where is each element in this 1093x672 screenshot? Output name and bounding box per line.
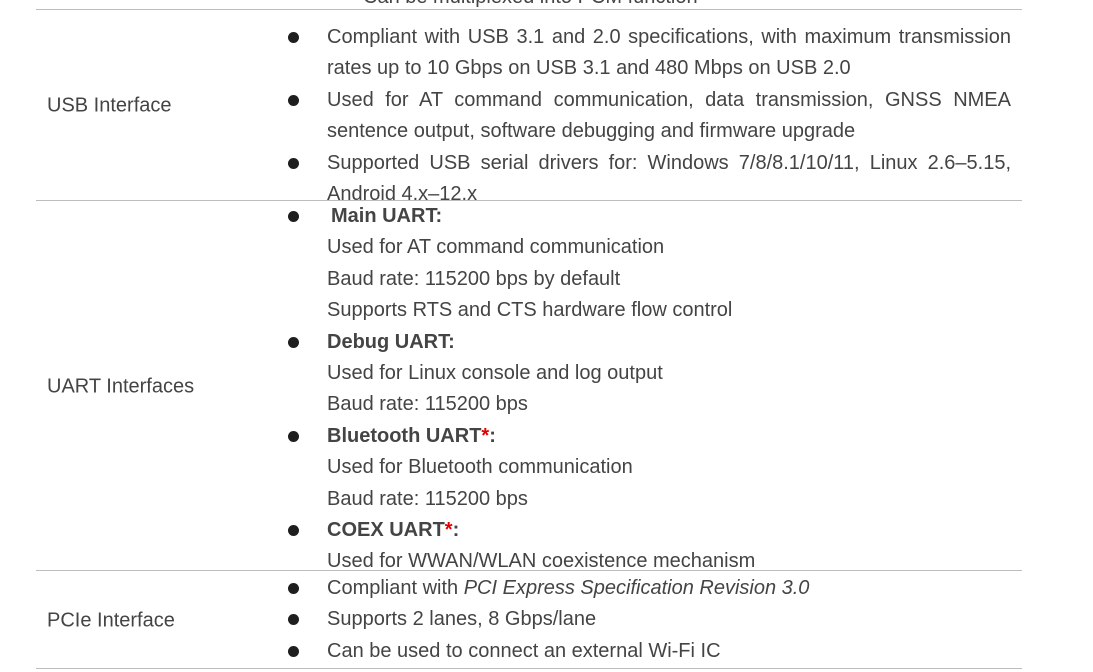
row-pcie-interface: PCIe Interface Compliant with PCI Expres… <box>36 570 1022 669</box>
row-label: PCIe Interface <box>47 609 175 632</box>
row-content: Compliant with USB 3.1 and 2.0 specifica… <box>286 22 1011 210</box>
footnote-asterisk: * <box>444 519 453 542</box>
list-item-main-uart: Main UART: <box>286 201 1011 232</box>
bullet-icon <box>288 525 299 537</box>
list-item-bluetooth-uart: Bluetooth UART*: <box>286 421 1011 452</box>
spec-name: PCI Express Specification Revision 3.0 <box>463 577 810 599</box>
row-content: Compliant with PCI Express Specification… <box>286 573 1011 667</box>
list-item: Supported USB serial drivers for: Window… <box>286 148 1011 211</box>
footnote-asterisk: * <box>481 424 490 447</box>
list-item: Supports 2 lanes, 8 Gbps/lane <box>286 604 1011 635</box>
list-item-coex-uart: COEX UART*: <box>286 515 1011 546</box>
bullet-icon <box>288 32 299 43</box>
bullet-icon <box>288 645 299 657</box>
bullet-icon <box>288 94 299 106</box>
bullet-icon <box>288 211 299 222</box>
row-label: USB Interface <box>47 94 172 117</box>
list-item: Can be used to connect an external Wi-Fi… <box>286 636 1011 667</box>
list-item-debug-uart: Debug UART: <box>286 327 1011 358</box>
bullet-icon <box>288 157 299 169</box>
row-uart-interfaces: UART Interfaces Main UART: Used for AT c… <box>36 200 1022 572</box>
bullet-icon <box>288 614 299 626</box>
bullet-icon <box>288 336 299 348</box>
bullet-icon <box>288 430 299 442</box>
row-content: Main UART: Used for AT command communica… <box>286 201 1011 578</box>
previous-row-text: Can be multiplexed into PCM function <box>363 0 698 8</box>
list-item: Compliant with USB 3.1 and 2.0 specifica… <box>286 22 1011 85</box>
bullet-icon <box>288 583 299 594</box>
row-usb-interface: USB Interface Compliant with USB 3.1 and… <box>36 9 1022 205</box>
list-item: Used for AT command communication, data … <box>286 85 1011 148</box>
list-item: Compliant with PCI Express Specification… <box>286 573 1011 604</box>
row-label: UART Interfaces <box>47 375 195 398</box>
